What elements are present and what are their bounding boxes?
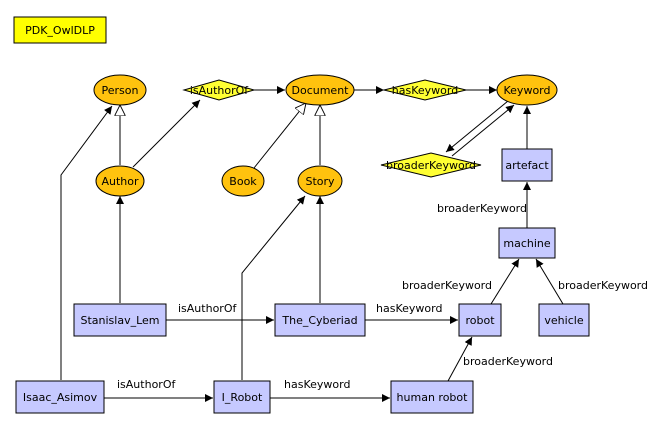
instance-stanislav-lem[interactable]: Stanislav_Lem (73, 303, 167, 337)
edge-human-robot-to-robot (447, 336, 473, 382)
class-document-label: Document (292, 84, 350, 97)
class-keyword-label: Keyword (504, 84, 551, 97)
edge-label-machine-artefact: broaderKeyword (437, 202, 527, 215)
edge-label-asimov-irobot: isAuthorOf (117, 378, 176, 391)
property-broaderkeyword-label: broaderKeyword (386, 159, 476, 172)
instance-robot-label: robot (465, 314, 495, 327)
instance-machine-label: machine (503, 237, 551, 250)
edge-keyword-to-broaderkeyword (445, 100, 509, 153)
instance-vehicle[interactable]: vehicle (538, 303, 590, 337)
edge-label-vehicle-machine: broaderKeyword (558, 279, 648, 292)
edge-author-to-isauthorof (132, 99, 201, 168)
edge-asimov-instanceof-person (60, 105, 113, 380)
instance-vehicle-label: vehicle (544, 314, 583, 327)
edge-label-lem-cyberiad: isAuthorOf (178, 302, 237, 315)
class-person-label: Person (102, 84, 139, 97)
property-isauthorof[interactable]: isAuthorOf (182, 79, 256, 101)
edge-broaderkeyword-to-keyword (451, 104, 515, 157)
instance-human-robot[interactable]: human robot (390, 380, 474, 414)
class-author[interactable]: Author (95, 165, 145, 197)
instance-i-robot[interactable]: I_Robot (213, 380, 271, 414)
edge-labels: broaderKeyword broaderKeyword broaderKey… (117, 202, 648, 391)
edges (60, 86, 564, 402)
instance-robot[interactable]: robot (458, 303, 502, 337)
instance-stanislav-lem-label: Stanislav_Lem (80, 314, 159, 327)
edge-label-cyberiad-robot: hasKeyword (376, 302, 442, 315)
edge-label-robot-machine: broaderKeyword (402, 279, 492, 292)
edge-label-human-robot-robot: broaderKeyword (463, 355, 553, 368)
instance-the-cyberiad-label: The_Cyberiad (281, 314, 357, 327)
title-box (13, 16, 107, 44)
instance-isaac-asimov[interactable]: Isaac_Asimov (15, 380, 105, 414)
instance-isaac-asimov-label: Isaac_Asimov (23, 391, 98, 404)
title-label: PDK_OwlDLP (25, 24, 95, 37)
class-author-label: Author (101, 175, 139, 188)
class-book-label: Book (229, 175, 257, 188)
instance-artefact-label: artefact (505, 159, 549, 172)
instance-artefact[interactable]: artefact (501, 148, 553, 182)
property-haskeyword-label: hasKeyword (392, 84, 458, 97)
property-isauthorof-label: isAuthorOf (190, 84, 249, 97)
instance-machine[interactable]: machine (498, 227, 556, 259)
edge-book-subclass-document (253, 103, 306, 169)
edge-label-irobot-human: hasKeyword (284, 378, 350, 391)
class-document[interactable]: Document (285, 74, 355, 106)
property-haskeyword[interactable]: hasKeyword (383, 79, 467, 101)
class-person[interactable]: Person (93, 74, 147, 106)
class-book[interactable]: Book (221, 165, 265, 197)
property-broaderkeyword[interactable]: broaderKeyword (380, 152, 482, 178)
edge-robot-to-machine (490, 258, 520, 305)
instance-i-robot-label: I_Robot (222, 391, 263, 404)
instance-human-robot-label: human robot (397, 391, 469, 404)
diagram-title: PDK_OwlDLP (13, 16, 107, 44)
class-keyword[interactable]: Keyword (496, 74, 558, 106)
class-story-label: Story (305, 175, 335, 188)
edge-irobot-instanceof-story (241, 195, 306, 380)
instance-the-cyberiad[interactable]: The_Cyberiad (274, 303, 366, 337)
class-story[interactable]: Story (297, 165, 343, 197)
edge-vehicle-to-machine (535, 258, 564, 305)
